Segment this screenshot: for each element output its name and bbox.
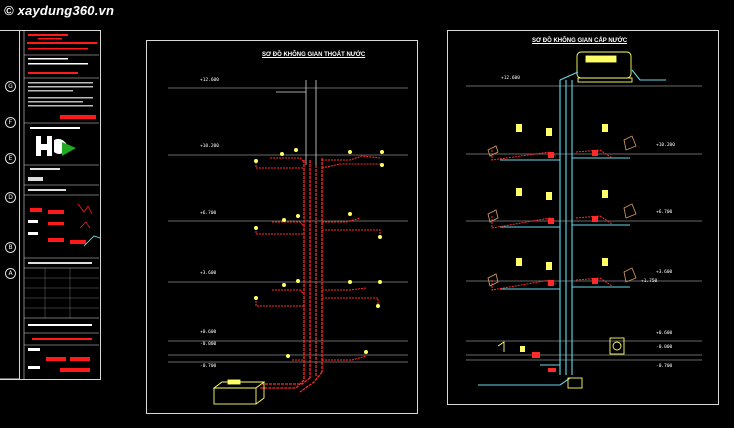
watermark-text: xaydung360.vn [17,3,115,18]
supply-level-label: +3.600 [656,270,673,275]
supply-red-valves [532,150,598,372]
supply-valves [516,124,608,352]
drainage-risers [260,158,323,393]
supply-level-label: +10.200 [656,143,675,148]
grid-bubble-b: B [5,242,16,253]
grid-bubble-f: F [5,117,16,128]
title-block [0,31,101,380]
drainage-level-lines [168,87,408,363]
roof-water-tank [576,51,633,83]
supply-branches [500,157,630,290]
supply-sheet-frame [447,30,719,405]
supply-diagram-title: SƠ ĐỒ KHÔNG GIAN CẤP NƯỚC [532,38,628,44]
septic-tank [212,379,266,405]
vent-stack [276,80,317,165]
left-sheet-frame [19,30,101,380]
ground-pump [497,337,625,389]
supply-level-label: -0.000 [656,345,673,350]
copyright-icon: © [4,3,14,18]
supply-level-lines [466,85,702,361]
drainage-level-label: +6.700 [200,211,217,216]
supply-level-label: +6.700 [656,210,673,215]
drainage-level-label: +12.600 [200,78,219,83]
grid-bubble-g: G [5,81,16,92]
drainage-fixtures [254,148,384,358]
drainage-branches [255,155,382,361]
drainage-level-label: -0.000 [200,342,217,347]
supply-level-label: +0.600 [656,331,673,336]
grid-bubble-e: E [5,153,16,164]
site-watermark: © xaydung360.vn [4,3,114,18]
drainage-level-label: +10.200 [200,144,219,149]
supply-fixtures [487,135,637,287]
drainage-sheet-frame [146,40,418,414]
grid-bubble-a: A [5,268,16,279]
drainage-level-label: +0.600 [200,330,217,335]
supply-level-label: -0.700 [656,364,673,369]
left-sheet: G F E D B A [0,28,101,380]
drainage-level-label: -0.700 [200,364,217,369]
drainage-diagram-title: SƠ ĐỒ KHÔNG GIAN THOÁT NƯỚC [262,52,366,58]
drainage-level-label: +3.600 [200,271,217,276]
supply-level-label: +1.750 [641,279,658,284]
supply-level-label: +12.600 [501,76,520,81]
grid-bubble-d: D [5,192,16,203]
